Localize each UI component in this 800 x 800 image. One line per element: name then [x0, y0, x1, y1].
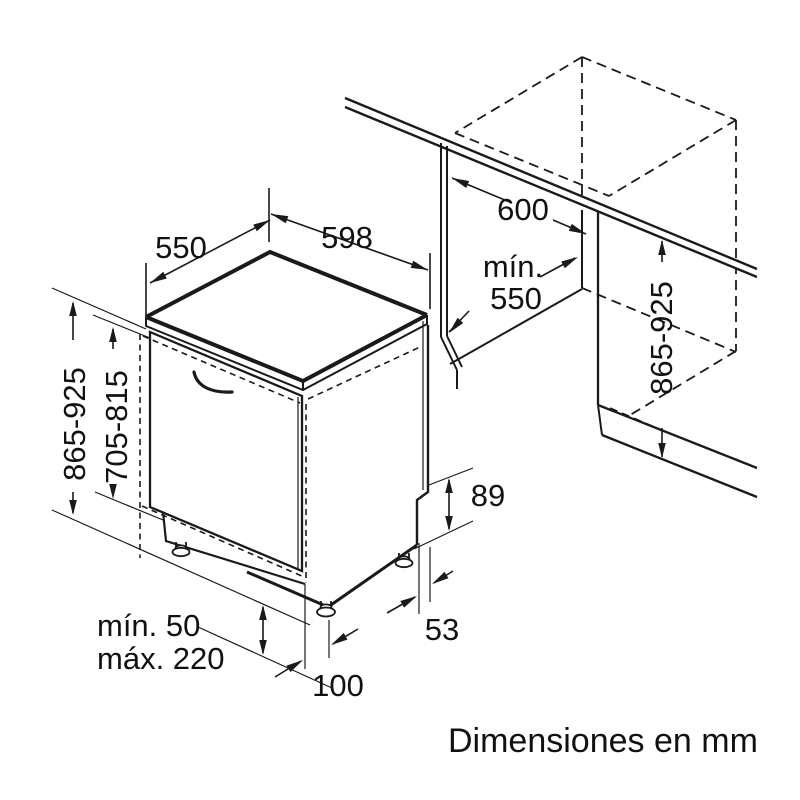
niche-interior — [449, 210, 600, 405]
dimline-598 — [270, 213, 429, 271]
countertop-face — [345, 98, 757, 277]
label-appliance-depth: 550 — [155, 230, 207, 265]
arrow-865l-down — [69, 500, 77, 515]
floor-bottom-edge — [601, 433, 758, 499]
niche-top-back-left-edge — [454, 56, 583, 134]
plinth-outline — [161, 511, 306, 586]
arrow-550-left — [150, 271, 167, 283]
label-plinth-max: máx. 220 — [97, 641, 225, 676]
door-handle-recess — [192, 370, 234, 394]
arrow-min50-up — [259, 605, 267, 620]
niche-floor-left-junction — [449, 288, 583, 365]
arrowheads — [69, 178, 666, 673]
label-appliance-width: 598 — [321, 220, 373, 255]
arrow-53-right — [432, 571, 449, 584]
arrow-89-up — [445, 478, 453, 493]
top-back-edges — [145, 249, 428, 319]
niche-bottom-right-edge — [611, 350, 737, 427]
arrow-865l-up — [69, 301, 77, 316]
arrow-53-left — [400, 596, 417, 608]
label-appliance-height: 865-925 — [57, 367, 92, 481]
niche-bottom-back-edge — [581, 287, 737, 353]
arrow-min50-down — [259, 640, 267, 655]
ext-floor-left — [51, 509, 311, 626]
arrow-min550-up — [561, 257, 578, 269]
arrow-865r-up — [658, 240, 666, 255]
arrow-600-left — [452, 178, 470, 188]
niche-dashed-cube — [454, 56, 737, 427]
countertop-front-top-edge — [344, 96, 758, 271]
arrow-865r-down — [658, 443, 666, 458]
units-caption: Dimensiones en mm — [448, 722, 758, 760]
furniture-panel-dashed — [139, 334, 421, 583]
panel-dashed-top — [142, 335, 301, 404]
countertop — [344, 96, 758, 279]
side-rear-edge-notch — [415, 325, 430, 545]
niche-top-front-right-edge — [608, 119, 737, 197]
door-outline — [148, 330, 304, 573]
label-plinth-depth: 100 — [312, 668, 364, 703]
floor-band-face — [598, 405, 757, 497]
arrow-705-down — [109, 484, 117, 499]
ext-plinth-max — [197, 626, 333, 689]
arrow-705-up — [109, 327, 117, 342]
dimension-lines — [72, 177, 663, 678]
label-rear-gap: 53 — [425, 612, 459, 647]
ext-panel-bottom-left — [94, 491, 164, 521]
floor-left-cap — [597, 404, 603, 436]
floor-dashed-segment — [609, 407, 653, 427]
adjustable-feet — [171, 542, 414, 618]
arrow-600-right — [568, 223, 586, 234]
label-niche-width-value: 550 — [490, 281, 542, 316]
foot-front-base — [316, 606, 336, 618]
countertop-front-bottom-edge — [344, 105, 758, 279]
panel-notch-inner — [446, 335, 463, 368]
floor-top-edge — [597, 403, 758, 470]
niche-top-front-left-edge — [454, 132, 610, 197]
label-door-panel-height: 705-815 — [99, 370, 134, 484]
arrow-min550-down — [449, 317, 464, 333]
foot-back-base — [394, 557, 414, 569]
ext-appliance-top-left — [51, 287, 147, 330]
label-base-recess: 89 — [471, 478, 505, 513]
dimline-550 — [149, 219, 271, 284]
arrow-550-right — [253, 220, 270, 232]
floor-band — [597, 403, 758, 499]
dimension-labels: 550 598 600 mín. 550 865-925 865-925 705… — [57, 192, 679, 703]
dishwasher-body — [139, 249, 430, 618]
arrow-100-right — [331, 633, 348, 645]
label-niche-height: 865-925 — [644, 281, 679, 395]
arrow-598-right — [410, 260, 428, 270]
arrow-89-down — [445, 516, 453, 531]
label-niche-depth: 600 — [497, 192, 549, 227]
foot-left-base — [171, 546, 191, 558]
arrow-598-left — [271, 214, 289, 224]
cabinet-side-panel — [440, 143, 463, 389]
panel-notch-outer — [440, 336, 458, 371]
appliance-silhouette — [146, 252, 428, 607]
label-niche-width-min: mín. — [483, 249, 543, 284]
arrow-100-left — [286, 660, 303, 673]
ext-recess-bottom — [413, 520, 474, 550]
extension-lines — [51, 287, 474, 689]
niche-top-back-right-edge — [581, 56, 737, 121]
panel-dashed-bottom — [141, 505, 305, 578]
label-plinth-min: mín. 50 — [97, 608, 200, 643]
